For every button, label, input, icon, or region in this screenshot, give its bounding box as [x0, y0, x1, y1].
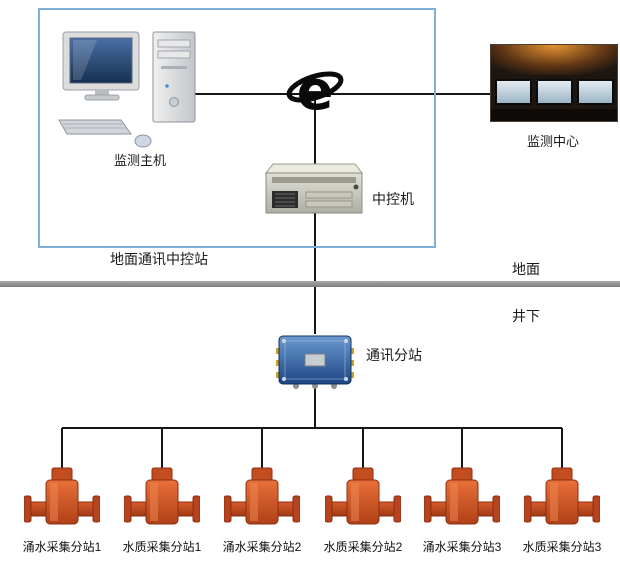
- device-label-quality-3: 水质采集分站3: [522, 540, 602, 554]
- central-control-machine-illustration: [264, 163, 364, 214]
- control-room-desk: [491, 109, 617, 121]
- monitoring-center-photo: [490, 44, 618, 122]
- control-room-screen: [495, 79, 532, 105]
- ground-station-box: [38, 8, 436, 248]
- monitoring-center-label: 监测中心: [526, 134, 579, 149]
- device-label-inflow-3: 涌水采集分站3: [422, 540, 502, 554]
- substation-label: 通讯分站: [366, 347, 422, 363]
- surface-label: 地面: [512, 261, 540, 277]
- monitoring-host-label: 监测主机: [113, 153, 166, 168]
- device-inflow-collector-3: [424, 467, 500, 525]
- control-room-screen: [536, 79, 573, 105]
- surface-underground-divider: [0, 281, 620, 287]
- device-quality-collector-3: [524, 467, 600, 525]
- ceiling-glow: [491, 45, 617, 75]
- device-label-quality-2: 水质采集分站2: [323, 540, 403, 554]
- device-quality-collector-2: [325, 467, 401, 525]
- device-inflow-collector-1: [24, 467, 100, 525]
- device-label-inflow-2: 涌水采集分站2: [222, 540, 302, 554]
- device-label-quality-1: 水质采集分站1: [122, 540, 202, 554]
- ie-globe-icon: e: [286, 60, 344, 122]
- ground-station-label: 地面通讯中控站: [110, 251, 208, 267]
- device-quality-collector-1: [124, 467, 200, 525]
- control-machine-label: 中控机: [372, 191, 414, 207]
- underground-label: 井下: [512, 308, 540, 324]
- device-inflow-collector-2: [224, 467, 300, 525]
- communication-substation-illustration: [276, 335, 354, 389]
- device-label-inflow-1: 涌水采集分站1: [22, 540, 102, 554]
- control-room-screen: [577, 79, 614, 105]
- monitoring-host-illustration: [58, 31, 196, 148]
